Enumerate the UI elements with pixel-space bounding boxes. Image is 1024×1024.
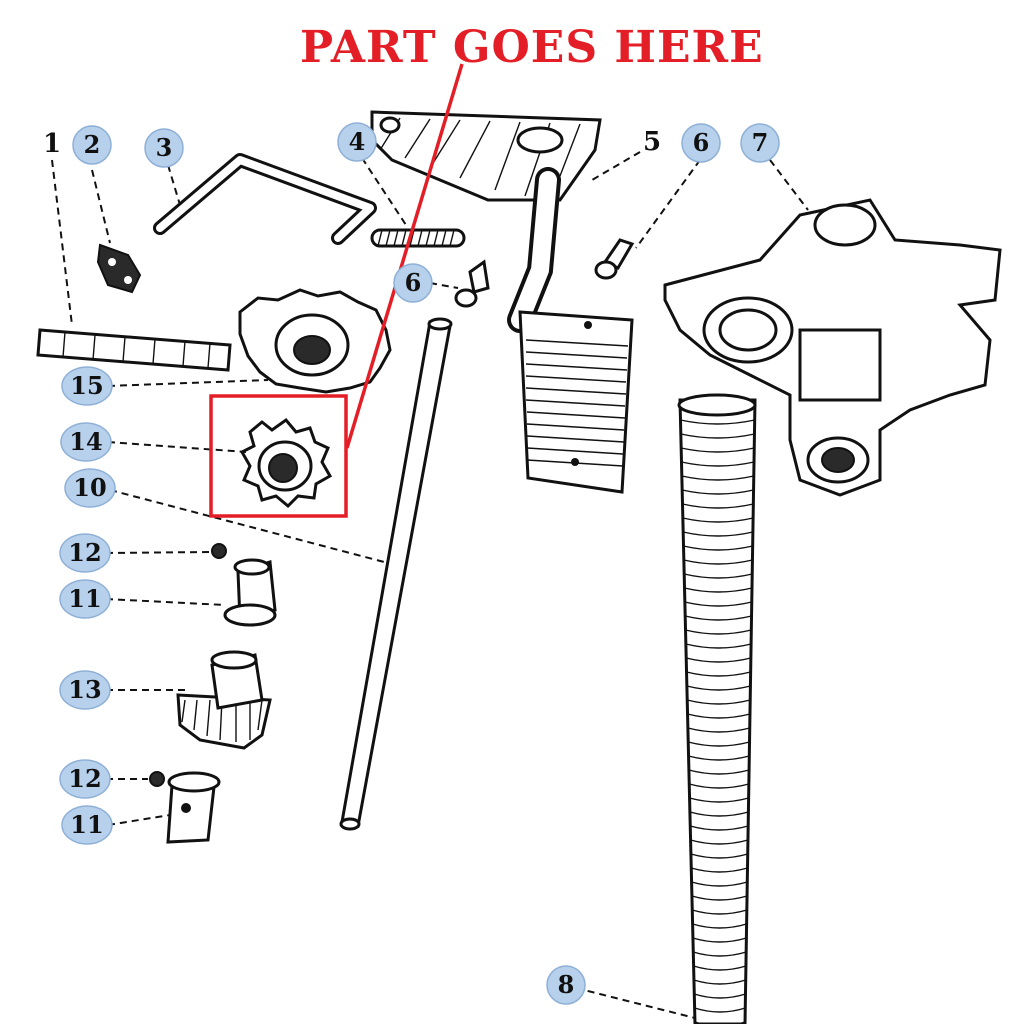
part-4-spring <box>370 228 466 248</box>
callout-15-label: 15 <box>70 371 103 400</box>
highlight-marker <box>209 63 464 518</box>
callout-12-lower: 12 <box>59 759 111 799</box>
callout-8: 8 <box>546 965 586 1005</box>
part-11-bushing-upper <box>223 558 277 627</box>
callout-2: 2 <box>72 125 112 165</box>
part-12-nut-lower <box>149 771 165 787</box>
callout-6-right-label: 6 <box>693 128 710 157</box>
callout-6-right: 6 <box>681 123 721 163</box>
part-5-pedal-assembly <box>370 110 634 494</box>
callout-6-center: 6 <box>393 263 433 303</box>
part-6-bolt-center <box>454 259 490 308</box>
callout-12-upper: 12 <box>59 533 111 573</box>
callout-14-label: 14 <box>69 427 102 456</box>
callout-13: 13 <box>59 670 111 710</box>
callout-4: 4 <box>337 122 377 162</box>
callout-3: 3 <box>144 128 184 168</box>
callout-11-upper: 11 <box>59 579 111 619</box>
highlight-pointer-line <box>345 63 464 449</box>
part-1-chain <box>36 328 232 372</box>
callout-7: 7 <box>740 123 780 163</box>
part-12-nut-upper <box>211 543 227 559</box>
callout-14: 14 <box>60 422 112 462</box>
highlight-box <box>209 394 348 518</box>
part-15-large-sprocket <box>238 288 392 394</box>
callout-15: 15 <box>61 366 113 406</box>
part-7-frame-bracket <box>663 198 1002 497</box>
callout-1-label: 1 <box>43 129 61 159</box>
callout-7-label: 7 <box>752 128 769 157</box>
callout-12-lower-label: 12 <box>68 764 101 793</box>
callout-2-label: 2 <box>84 130 101 159</box>
callout-10: 10 <box>64 468 116 508</box>
part-6-bolt-right <box>594 238 635 280</box>
callout-11-lower: 11 <box>61 805 113 845</box>
part-3-crank-rod <box>153 153 377 245</box>
part-8-coil-column <box>677 393 757 1024</box>
part-10-shaft <box>339 317 453 831</box>
callout-5-label: 5 <box>643 127 661 157</box>
leader-lines <box>51 151 809 1019</box>
callout-8-label: 8 <box>558 970 575 999</box>
callout-13-label: 13 <box>68 675 101 704</box>
callout-11-upper-label: 11 <box>68 584 101 613</box>
part-2-connector-link <box>96 243 142 294</box>
callout-3-label: 3 <box>156 133 173 162</box>
part-14-small-sprocket <box>239 417 333 509</box>
part-goes-here-label: PART GOES HERE <box>300 22 764 73</box>
callout-6-center-label: 6 <box>405 268 422 297</box>
part-13-bevel-gear <box>176 650 272 750</box>
callout-12-upper-label: 12 <box>68 538 101 567</box>
callout-4-label: 4 <box>349 127 366 156</box>
part-11-bushing-lower <box>166 771 221 844</box>
callout-11-lower-label: 11 <box>70 810 103 839</box>
callout-10-label: 10 <box>73 473 106 502</box>
